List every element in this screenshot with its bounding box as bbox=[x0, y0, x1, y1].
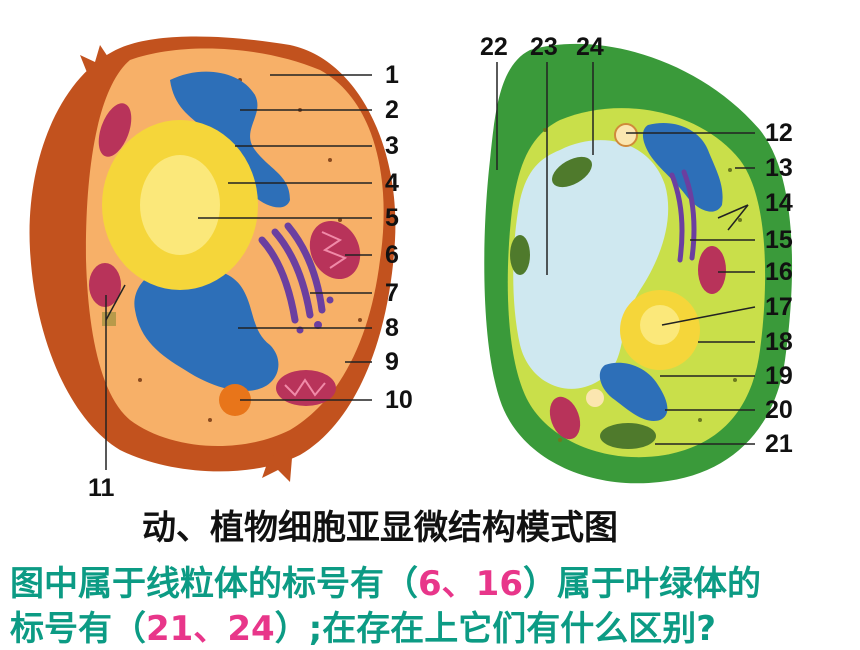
label-22: 22 bbox=[480, 33, 508, 61]
label-5: 5 bbox=[385, 204, 399, 232]
label-4: 4 bbox=[385, 169, 399, 197]
label-16: 16 bbox=[765, 258, 793, 286]
chloroplast-answer: 21、24 bbox=[146, 609, 275, 649]
label-20: 20 bbox=[765, 396, 793, 424]
label-10: 10 bbox=[385, 386, 413, 414]
animal-membrane-projection bbox=[80, 45, 110, 75]
label-11: 11 bbox=[88, 474, 115, 502]
animal-membrane-projection bbox=[262, 455, 292, 482]
label-17: 17 bbox=[765, 293, 793, 321]
label-24: 24 bbox=[576, 33, 604, 61]
plant-chloroplast bbox=[552, 156, 592, 188]
plant-chloroplast bbox=[600, 423, 656, 449]
plant-chloroplast bbox=[510, 235, 530, 275]
label-1: 1 bbox=[385, 61, 399, 89]
question-line-1-prefix: 图中属于线粒体的标号有（ bbox=[10, 564, 418, 604]
animal-mitochondrion bbox=[98, 103, 132, 157]
label-2: 2 bbox=[385, 96, 399, 124]
plant-vesicle bbox=[614, 123, 638, 147]
plant-rough-er bbox=[642, 122, 723, 212]
question-line-2-suffix: ）;在存在上它们有什么区别? bbox=[274, 609, 716, 649]
question-line-1: 图中属于线粒体的标号有（6、16）属于叶绿体的 bbox=[10, 556, 761, 605]
plant-golgi bbox=[669, 169, 697, 263]
animal-mitochondrion bbox=[89, 263, 121, 307]
question-line-1-suffix: ）属于叶绿体的 bbox=[522, 564, 761, 604]
animal-cell bbox=[29, 36, 396, 482]
label-18: 18 bbox=[765, 328, 793, 356]
question-line-2-prefix: 标号有（ bbox=[10, 609, 146, 649]
plant-rough-er bbox=[599, 362, 668, 421]
cell-diagram: 1 2 3 4 5 6 7 8 9 10 11 12 13 14 15 16 1… bbox=[29, 33, 793, 502]
label-14: 14 bbox=[765, 189, 793, 217]
label-12: 12 bbox=[765, 119, 793, 147]
label-13: 13 bbox=[765, 154, 793, 182]
mitochondria-answer: 6、16 bbox=[418, 564, 523, 604]
label-9: 9 bbox=[385, 348, 399, 376]
label-3: 3 bbox=[385, 132, 399, 160]
plant-mitochondrion bbox=[698, 246, 726, 294]
leader-lines bbox=[105, 62, 756, 470]
animal-golgi bbox=[258, 222, 326, 324]
question-line-2: 标号有（21、24）;在存在上它们有什么区别? bbox=[10, 601, 716, 650]
label-7: 7 bbox=[385, 279, 399, 307]
diagram-caption: 动、植物细胞亚显微结构模式图 bbox=[142, 508, 618, 548]
animal-mitochondrion bbox=[309, 220, 361, 280]
plant-mitochondrion bbox=[549, 396, 581, 440]
label-6: 6 bbox=[385, 241, 399, 269]
label-21: 21 bbox=[765, 430, 793, 458]
animal-nucleolus bbox=[140, 155, 220, 255]
label-15: 15 bbox=[765, 226, 793, 254]
animal-rough-er bbox=[134, 266, 279, 391]
plant-cell bbox=[484, 43, 793, 484]
label-8: 8 bbox=[385, 314, 399, 342]
animal-rough-er bbox=[170, 71, 290, 208]
label-19: 19 bbox=[765, 362, 793, 390]
label-23: 23 bbox=[530, 33, 558, 61]
animal-lysosome bbox=[219, 384, 251, 416]
plant-vesicle bbox=[586, 389, 604, 407]
plant-vacuole bbox=[513, 140, 669, 389]
plant-nucleolus bbox=[640, 305, 680, 345]
animal-mitochondrion bbox=[276, 370, 336, 406]
